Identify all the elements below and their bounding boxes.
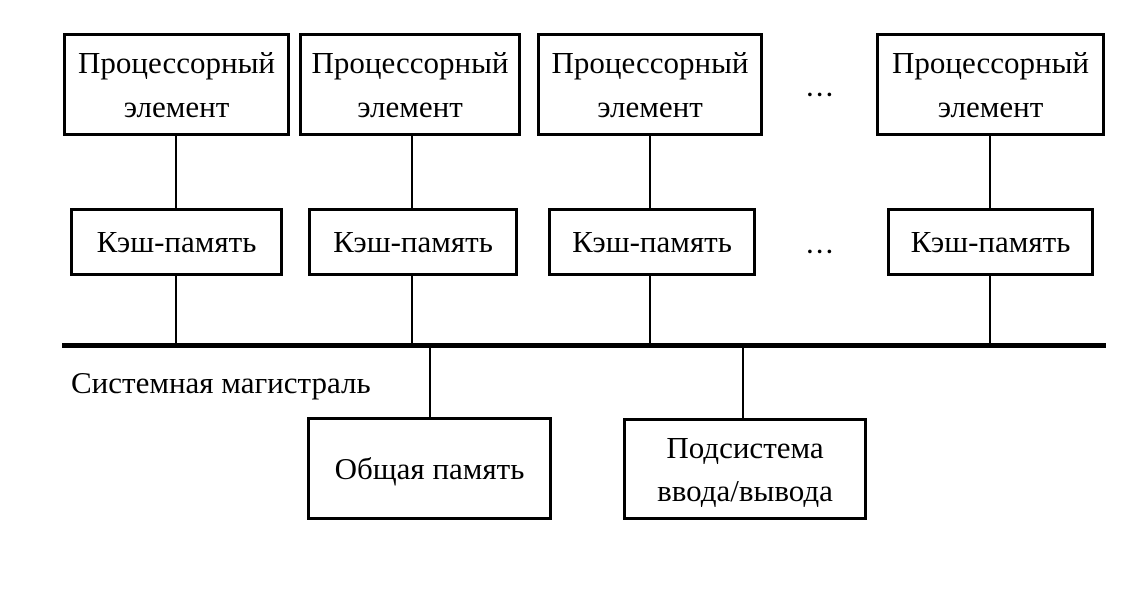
ellipsis-cache-row: ... bbox=[806, 225, 836, 260]
bus-io-connector bbox=[742, 348, 744, 419]
io-subsystem-box: Подсистема ввода/вывода bbox=[623, 418, 867, 520]
shared-memory-label: Общая память bbox=[334, 450, 525, 486]
pe-cache-connector-1 bbox=[175, 135, 177, 209]
processor-element-label-1: Процессорный элемент bbox=[77, 45, 276, 124]
cache-memory-label-3: Кэш-память bbox=[572, 224, 732, 260]
cache-bus-connector-1 bbox=[175, 275, 177, 344]
cache-memory-box-2: Кэш-память bbox=[308, 208, 518, 276]
ellipsis-processor-row: ... bbox=[806, 68, 836, 103]
cache-memory-label-2: Кэш-память bbox=[333, 224, 493, 260]
io-subsystem-label: Подсистема ввода/вывода bbox=[657, 429, 833, 508]
processor-element-label-3: Процессорный элемент bbox=[551, 45, 749, 124]
processor-element-label-4: Процессорный элемент bbox=[891, 45, 1090, 124]
processor-element-box-1: Процессорный элемент bbox=[63, 33, 290, 136]
cache-bus-connector-4 bbox=[989, 275, 991, 344]
processor-element-box-3: Процессорный элемент bbox=[537, 33, 763, 136]
cache-memory-box-3: Кэш-память bbox=[548, 208, 756, 276]
cache-bus-connector-2 bbox=[411, 275, 413, 344]
cache-bus-connector-3 bbox=[649, 275, 651, 344]
cache-memory-box-4: Кэш-память bbox=[887, 208, 1094, 276]
pe-cache-connector-3 bbox=[649, 135, 651, 209]
cache-memory-label-4: Кэш-память bbox=[910, 224, 1071, 260]
cache-memory-label-1: Кэш-память bbox=[96, 224, 257, 260]
processor-element-box-4: Процессорный элемент bbox=[876, 33, 1105, 136]
pe-cache-connector-4 bbox=[989, 135, 991, 209]
system-bus-line bbox=[62, 343, 1106, 348]
shared-memory-box: Общая память bbox=[307, 417, 552, 520]
bus-memory-connector bbox=[429, 348, 431, 418]
system-bus-label: Системная магистраль bbox=[71, 365, 371, 400]
processor-element-box-2: Процессорный элемент bbox=[299, 33, 521, 136]
cache-memory-box-1: Кэш-память bbox=[70, 208, 283, 276]
pe-cache-connector-2 bbox=[411, 135, 413, 209]
processor-element-label-2: Процессорный элемент bbox=[311, 45, 509, 124]
